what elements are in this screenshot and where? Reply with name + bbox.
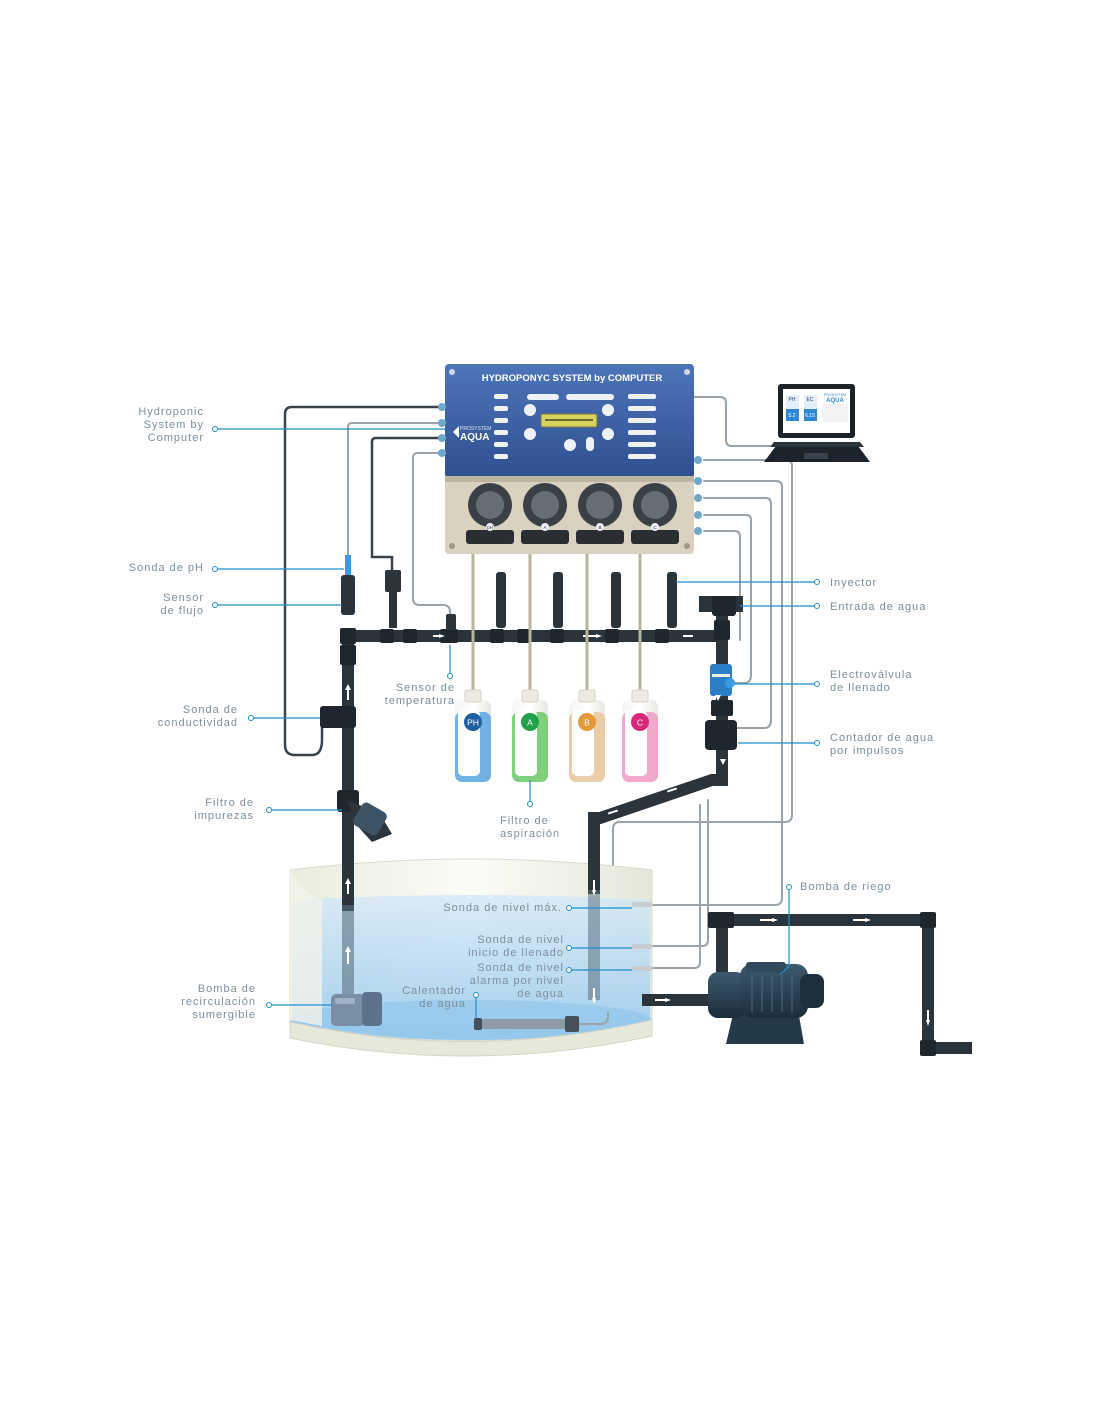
irrigation-pump	[708, 962, 824, 1044]
manifold-probes	[341, 555, 456, 630]
dot-filtro-aspiracion	[527, 801, 533, 807]
label-bomba-recirculacion: Bomba de recirculación sumergible	[181, 983, 256, 1021]
laptop-card-value-1: 5.2	[789, 413, 796, 419]
suction-tubes	[471, 545, 642, 692]
pump-labels: pH A B C	[487, 525, 657, 530]
injectors	[496, 572, 677, 628]
pump-label: A	[543, 525, 546, 530]
dot-nivel-inicio	[566, 945, 572, 951]
label-filtro-aspiracion: Filtro de aspiración	[500, 815, 561, 840]
label-sensor-temperatura: Sensor de temperatura	[384, 682, 455, 707]
label-sonda-nivel-max: Sonda de nivel máx.	[443, 902, 562, 914]
dot-electrovalvula	[814, 681, 820, 687]
peristaltic-pumps	[466, 483, 679, 544]
dot-sensor-flujo	[212, 602, 218, 608]
bottle-badge	[464, 713, 482, 731]
laptop-card-label-2: EC	[807, 397, 814, 403]
controller-title: HYDROPONYC SYSTEM by COMPUTER	[482, 373, 663, 384]
dot-sonda-ph	[212, 566, 218, 572]
label-sonda-nivel-inicio: Sonda de nivel inicio de llenado	[468, 934, 564, 959]
bottle-b: B	[569, 689, 605, 782]
bottle-a: A	[512, 689, 548, 782]
dot-sensor-temperatura	[447, 673, 453, 679]
water-heater	[474, 1012, 609, 1032]
label-sonda-conductividad: Sonda de conductividad	[157, 704, 238, 729]
laptop-card-label-1: PH	[789, 397, 796, 403]
dot-calentador	[473, 992, 479, 998]
bottle-cap	[631, 689, 649, 703]
bottle-badge-label: A	[527, 718, 533, 728]
dot-entrada-agua	[814, 603, 820, 609]
laptop	[764, 384, 870, 462]
nutrient-bottles: PH A B C	[455, 689, 658, 782]
cables	[283, 396, 793, 1025]
bottle-badge-label: B	[584, 718, 590, 728]
dot-bomba-recirculacion	[266, 1002, 272, 1008]
laptop-card-value-2: 6.15	[805, 413, 815, 419]
label-hydroponic-system: Hydroponic System by Computer	[138, 406, 204, 444]
dot-conductividad	[248, 715, 254, 721]
bottle-badge	[578, 713, 596, 731]
label-entrada-agua: Entrada de agua	[830, 601, 927, 613]
laptop-brand-large: AQUA	[826, 398, 844, 404]
bottle-cap	[521, 689, 539, 703]
bottle-badge-label: C	[637, 718, 643, 728]
label-sensor-flujo: Sensor de flujo	[160, 592, 204, 617]
pump-label: B	[598, 525, 601, 530]
controller-brand-small: PROSYSTEM	[460, 426, 491, 432]
dot-nivel-max	[566, 905, 572, 911]
label-filtro-impurezas: Filtro de impurezas	[194, 797, 254, 822]
dot-contador-agua	[814, 740, 820, 746]
level-probes	[632, 902, 652, 971]
label-calentador: Calentador de agua	[402, 985, 466, 1010]
laptop-brand-small: PROSYSTEM	[824, 393, 846, 397]
bottle-badge	[521, 713, 539, 731]
label-contador-agua: Contador de agua por impulsos	[830, 732, 935, 757]
label-sonda-ph: Sonda de pH	[128, 562, 204, 574]
pipe-fittings	[320, 596, 936, 1056]
bottle-badge-label: PH	[467, 718, 479, 728]
bottle-ph: PH	[455, 689, 491, 782]
leader-lines	[216, 428, 817, 1018]
dot-filtro-impurezas	[266, 807, 272, 813]
controller-unit	[438, 364, 702, 554]
dot-nivel-alarma	[566, 967, 572, 973]
flow-arrows	[345, 634, 930, 1026]
bottle-cap	[578, 689, 596, 703]
pump-label: C	[653, 525, 657, 530]
bottle-c: C	[622, 689, 658, 782]
impurity-filter	[337, 790, 392, 842]
pump-label: pH	[487, 525, 493, 530]
label-sonda-nivel-alarma: Sonda de nivel alarma por nivel de agua	[469, 962, 564, 1000]
dot-bomba-riego	[786, 884, 792, 890]
submersible-pump	[331, 992, 382, 1026]
electrovalve	[710, 664, 735, 696]
bottle-badge	[631, 713, 649, 731]
controller-brand-large: AQUA	[460, 432, 489, 443]
label-electrovalvula: Electroválvula de llenado	[830, 669, 913, 694]
bottle-cap	[464, 689, 482, 703]
dot-inyector	[814, 579, 820, 585]
label-inyector: Inyector	[830, 577, 878, 589]
label-bomba-riego: Bomba de riego	[800, 881, 892, 893]
dot-hydroponic	[212, 426, 218, 432]
